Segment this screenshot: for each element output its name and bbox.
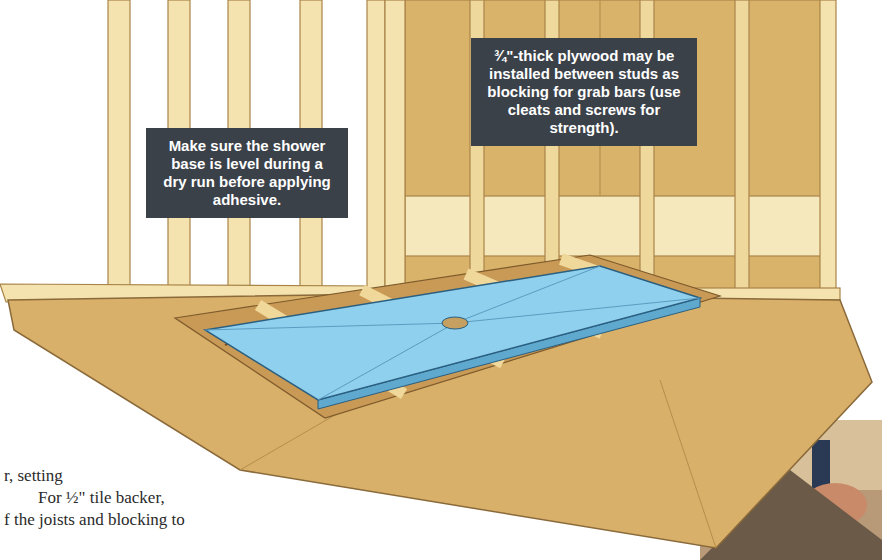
pan-top (205, 266, 700, 400)
left-wall (0, 0, 385, 302)
slope-line (455, 266, 600, 323)
panel-seam (660, 380, 716, 548)
opening (175, 255, 720, 418)
floor-opening (175, 255, 720, 418)
stud (735, 0, 749, 292)
slope-line (318, 323, 455, 400)
shower-base (205, 266, 700, 409)
body-text-fragment: r, setting (2, 466, 65, 486)
body-text-fragment: For ½" tile backer, (36, 488, 167, 508)
callout-text: ¾"-thick plywood may be installed betwee… (483, 47, 685, 137)
callout-box: ¾"-thick plywood may be installed betwee… (471, 38, 697, 146)
plywood-sheathing (405, 0, 835, 292)
callout-box: Make sure the shower base is level durin… (146, 128, 348, 218)
stud (108, 0, 130, 292)
stud (367, 0, 385, 292)
slope-line (455, 298, 700, 323)
slope-line (205, 323, 455, 330)
drain-hole (442, 317, 468, 329)
back-wall (367, 0, 840, 300)
callout-text: Make sure the shower base is level durin… (158, 137, 336, 209)
body-text-fragment: f the joists and blocking to (2, 510, 187, 530)
stud (820, 0, 836, 292)
slope-lines (205, 266, 700, 400)
stud (385, 0, 405, 292)
